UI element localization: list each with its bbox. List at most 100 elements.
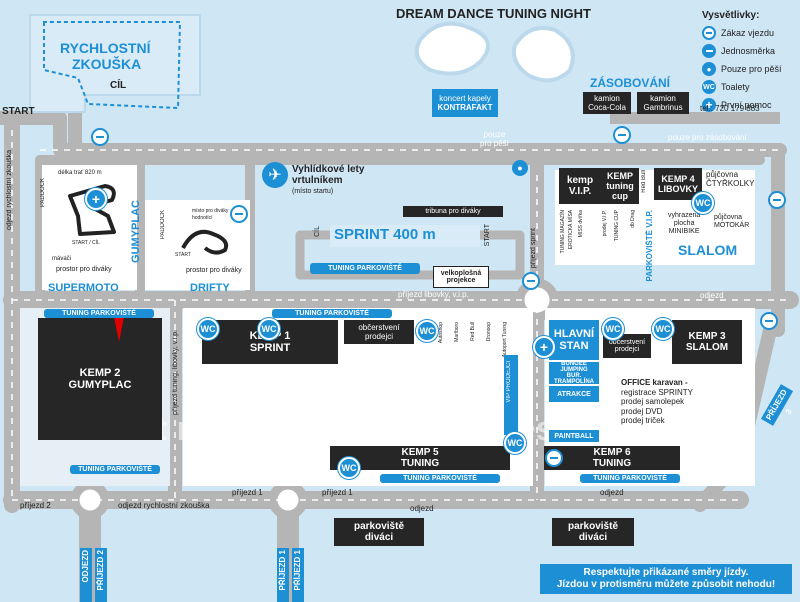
tuning-parking-2: TUNING PARKOVIŠTĚ	[272, 309, 392, 318]
truck-coca-cola: kamion Coca-Cola	[583, 92, 631, 114]
stand-redbull: Red Bull	[641, 170, 647, 193]
drift-legend1: místo pro diváky	[192, 208, 229, 214]
stand-name: Autoport Tuning	[502, 322, 508, 358]
label-line: pro pěší	[480, 139, 509, 148]
slalom-zone-label: SLALOM	[678, 242, 738, 258]
pedestrian-icon: ●	[702, 62, 716, 76]
legend-item-one-way: Jednosměrka	[702, 42, 782, 60]
no-entry-icon	[702, 26, 716, 40]
refresh-line: občerstvení	[608, 339, 646, 346]
legend-item-no-entry: Zákaz vjezdu	[702, 24, 782, 42]
wc-icon: WC	[602, 318, 624, 340]
drifty-title: DRIFTY	[190, 282, 230, 294]
road-departure-bottom-a: odjezd	[410, 504, 434, 513]
supermoto-marshal: mávači	[52, 256, 72, 262]
tuning-parking-4: TUNING PARKOVIŠTĚ	[380, 474, 500, 483]
office-line: OFFICE karavan -	[621, 378, 688, 387]
road-arrival-2-label: PŘÍJEZD 2	[96, 550, 105, 591]
drift-start: START	[175, 252, 191, 258]
minibike-line: vyhrazená	[668, 212, 701, 219]
legend-label: Jednosměrka	[721, 46, 776, 56]
minibike-line: MINIBIKE	[668, 228, 700, 235]
office-line: prodej DVD	[621, 406, 663, 416]
rental-line: ČTYŘKOLKY	[706, 179, 755, 188]
supermoto-track	[68, 184, 116, 236]
wc-icon: WC	[692, 192, 714, 214]
tent-tuning-cup: KEMP tuning cup	[601, 168, 639, 204]
stand-5: TUNING CUP	[614, 210, 620, 242]
vip-sales-label: VIP PRODEJCI	[506, 361, 512, 403]
first-aid-icon: +	[702, 98, 716, 112]
gumyplac-label: GUMYPLAC	[130, 200, 142, 263]
rental-line: MOTOKÁR	[714, 222, 750, 229]
no-entry-icon	[760, 312, 778, 330]
road-departure-label: ODJEZD	[81, 550, 90, 583]
camp-line: KEMP 3	[688, 331, 726, 342]
road-registration: REGISTRACE SPRINTY	[560, 307, 649, 316]
drift-legend2: hodnotící	[192, 215, 213, 221]
heli-label: Vyhlídkové lety vrtulníkem (místo startu…	[292, 164, 364, 197]
no-entry-icon	[768, 191, 786, 209]
supply-title: ZÁSOBOVÁNÍ	[590, 76, 671, 90]
truck-label: kamion	[594, 94, 620, 103]
parking-line: parkoviště	[567, 521, 619, 532]
notice-box: Respektujte přikázané směry jízdy. Jízdo…	[540, 564, 792, 594]
parking-line: parkoviště	[353, 521, 405, 532]
projection-screen: velkoplošná projekce	[433, 266, 489, 288]
truck-label: kamion	[650, 94, 676, 103]
rental-quad: půjčovna ČTYŘKOLKY	[706, 170, 754, 188]
camp-5-tuning: KEMP 5 TUNING	[330, 446, 510, 470]
speed-test-title-1: RYCHLOSTNÍ	[60, 40, 151, 56]
departure-bottom-sign: ODJEZD	[80, 548, 92, 602]
road-arrival-tuning: příjezd tuning, libovky, v.i.p.	[172, 330, 179, 415]
tent-line: kemp	[566, 175, 594, 186]
supermoto-paddock: PADDOCK	[40, 178, 46, 208]
marker-red	[113, 312, 125, 342]
main-tent: HLAVNÍ STAN	[549, 320, 599, 360]
label-line: pouze	[483, 130, 506, 139]
supply-phone: tel.: 720 179 883	[700, 104, 760, 113]
arrival-1-sign-b: PŘÍJEZD 1	[292, 548, 304, 602]
heli-line3: (místo startu)	[292, 188, 334, 195]
stand-3: MISS dvířka	[578, 210, 584, 238]
notice-line1: Respektujte přikázané směry jízdy.	[583, 567, 749, 578]
parking-line: diváci	[364, 532, 394, 543]
paintball-box: PAINTBALL	[549, 430, 599, 442]
legend-item-wc: WC Toalety	[702, 78, 782, 96]
road-departure-speed-left: odjezd rychlostní zkouška	[6, 150, 13, 231]
parking-vip: PARKOVIŠTĚ V.I.P.	[645, 210, 654, 282]
camp-line: SPRINT	[249, 342, 291, 354]
visitor-parking-2: parkoviště diváci	[552, 518, 634, 546]
concert-box: koncert kapely KONTRAFAKT	[432, 89, 498, 117]
refresh-line: občerstvení	[358, 323, 400, 332]
start-label: START	[2, 106, 35, 117]
legend-title: Vysvětlivky:	[702, 10, 760, 21]
tent-line: STAN	[559, 340, 589, 352]
road-arrival-1b: příjezd 1	[322, 488, 353, 497]
pedestrian-only-label: pouze pro pěší	[480, 130, 509, 148]
tent-line: KEMP	[606, 171, 633, 181]
legend-label: Pouze pro pěší	[721, 64, 782, 74]
projection-line: projekce	[446, 277, 476, 284]
drift-spectators: prostor pro diváky	[186, 267, 242, 274]
bungee-line: BUNGEE JUMPING	[560, 361, 588, 373]
office-line: prodej triček	[621, 416, 665, 425]
vip-sales-strip: VIP PRODEJCI	[504, 355, 518, 435]
attractions-box: ATRAKCE	[549, 386, 599, 402]
camp-line: TUNING	[592, 458, 632, 469]
minibike-area: vyhrazená plocha MINIBIKE	[668, 212, 700, 236]
tent-line: V.I.P.	[568, 186, 592, 197]
legend-label: První pomoc	[721, 100, 772, 110]
page-title: DREAM DANCE TUNING NIGHT	[396, 6, 591, 21]
legend-item-pedestrian: ● Pouze pro pěší	[702, 60, 782, 78]
stand-name: Marlboro	[454, 322, 460, 342]
heli-line1: Vyhlídkové lety	[292, 164, 365, 175]
wc-icon: WC	[504, 432, 526, 454]
visitor-parking-1: parkoviště diváci	[334, 518, 424, 546]
office-info: OFFICE karavan - registrace SPRINTY prod…	[621, 378, 693, 426]
stand-row: Autoshop Marlboro Red Bull Dronoop Autop…	[438, 320, 520, 357]
wc-icon: WC	[652, 318, 674, 340]
stand-1: TUNING MAGAZÍN	[560, 210, 566, 254]
heli-line2: vrtulníkem	[292, 175, 343, 186]
